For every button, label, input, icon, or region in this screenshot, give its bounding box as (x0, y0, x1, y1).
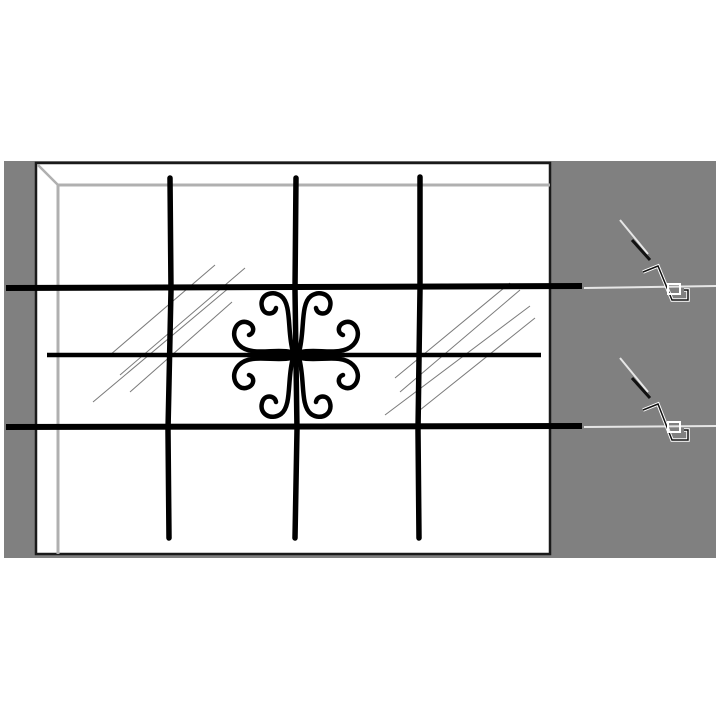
horizontal-bars (5, 283, 583, 430)
scroll-bottom-left (259, 355, 296, 420)
vertical-bar-center (292, 175, 300, 541)
scroll-top-left (259, 290, 296, 355)
vertical-bars (165, 174, 423, 541)
mounting-bracket-top (583, 219, 717, 302)
frame-bevel-corner (37, 164, 59, 186)
vertical-bar-left (165, 175, 174, 541)
scroll-ornament (231, 290, 361, 420)
scroll-bottom-right (296, 355, 333, 420)
horizontal-bar-top (5, 283, 583, 291)
mounting-bracket-bottom (583, 357, 717, 442)
glass-reflection (92, 264, 536, 416)
vertical-bar-right (415, 174, 423, 541)
scroll-top-right (296, 290, 333, 355)
horizontal-bar-bottom (5, 423, 583, 430)
